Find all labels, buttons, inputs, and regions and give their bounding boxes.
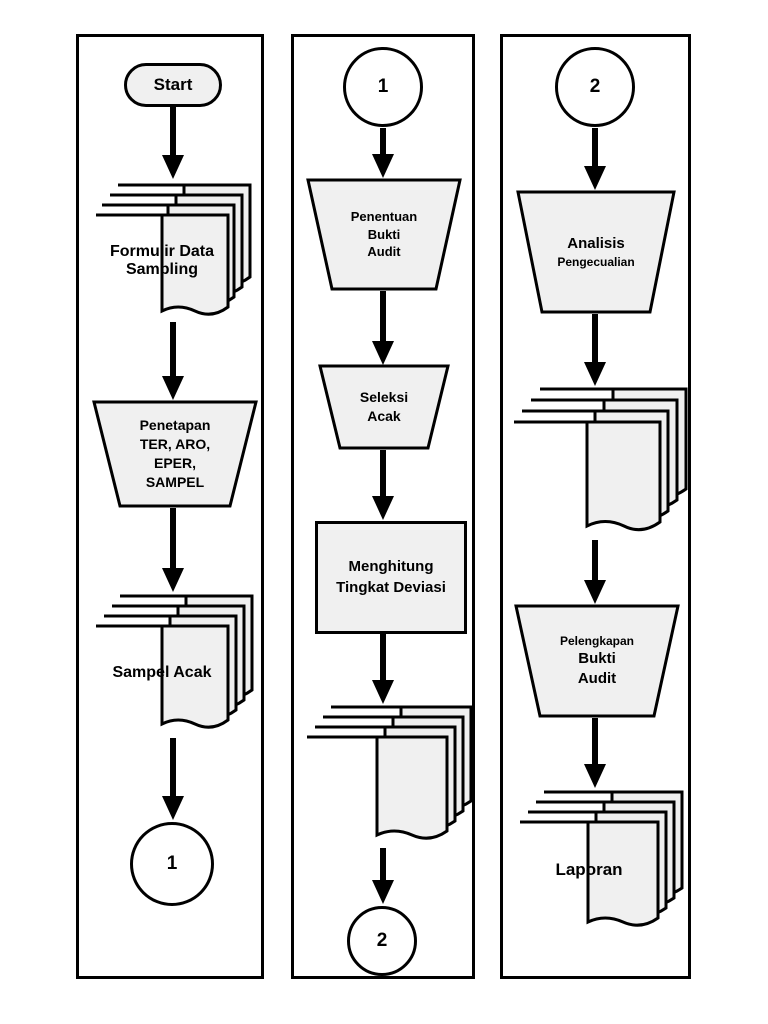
node-connector-out-1[interactable]: 1	[130, 822, 214, 906]
node-connector-out-2[interactable]: 2	[347, 906, 417, 976]
node-connector-out-2-label: 2	[376, 930, 388, 952]
node-menghitung-label: Menghitung Tingkat Deviasi	[336, 558, 446, 596]
node-pelengkapan-text: Pelengkapan Bukti Audit	[514, 604, 680, 718]
arrow-analisis-to-dokumen	[584, 314, 606, 386]
node-penentuan-label: Penentuan Bukti Audit	[350, 209, 418, 260]
node-seleksi-label: Seleksi Acak	[359, 389, 409, 424]
node-start-label: Start	[153, 74, 193, 94]
arrow-menghitung-to-dokumen	[372, 634, 394, 704]
node-connector-in-1-label: 1	[377, 76, 389, 98]
arrow-sampel-to-connector	[162, 738, 184, 820]
arrow-dokumen-to-pelengkapan	[584, 540, 606, 604]
node-start[interactable]: Start	[124, 63, 222, 107]
node-menghitung-tingkat-deviasi[interactable]: Menghitung Tingkat Deviasi	[315, 521, 467, 634]
arrow-start-to-formulir	[162, 107, 184, 179]
node-laporan[interactable]: Laporan	[518, 788, 688, 936]
node-analisis-pengecualian[interactable]	[516, 190, 676, 314]
node-sampel-acak[interactable]: Sampel Acak	[94, 592, 258, 736]
node-penetapan[interactable]	[92, 400, 258, 508]
node-connector-in-2-label: 2	[589, 76, 601, 98]
arrow-pelengkapan-to-laporan	[584, 718, 606, 788]
arrow-penetapan-to-sampel	[162, 508, 184, 592]
arrow-connector1-to-penentuan	[372, 128, 394, 178]
node-seleksi-text: Seleksi Acak	[318, 364, 450, 450]
node-dokumen-analisis[interactable]	[512, 385, 692, 540]
node-pelengkapan-label-main: Bukti Audit	[577, 649, 617, 688]
node-analisis-label-sub: Pengecualian	[557, 255, 635, 270]
node-connector-in-1[interactable]: 1	[343, 47, 423, 127]
node-penentuan-bukti-audit[interactable]	[306, 178, 462, 291]
arrow-penentuan-to-seleksi	[372, 291, 394, 365]
node-penentuan-text: Penentuan Bukti Audit	[306, 178, 462, 291]
arrow-dokumen-to-connector2	[372, 848, 394, 904]
node-analisis-text: Analisis Pengecualian	[516, 190, 676, 314]
node-seleksi-acak[interactable]	[318, 364, 450, 450]
arrow-connector2-to-analisis	[584, 128, 606, 190]
node-pelengkapan-bukti-audit[interactable]	[514, 604, 680, 718]
node-connector-in-2[interactable]: 2	[555, 47, 635, 127]
arrow-seleksi-to-menghitung	[372, 450, 394, 520]
arrow-formulir-to-penetapan	[162, 322, 184, 400]
node-penetapan-text: Penetapan TER, ARO, EPER, SAMPEL	[92, 400, 258, 508]
node-dokumen-deviasi[interactable]	[305, 703, 477, 848]
node-formulir-data-sampling[interactable]: Formulir Data Sampling	[94, 181, 254, 319]
node-analisis-label-main: Analisis	[567, 234, 625, 252]
node-pelengkapan-label-sub: Pelengkapan	[559, 633, 635, 648]
node-penetapan-label: Penetapan TER, ARO, EPER, SAMPEL	[139, 417, 211, 490]
node-connector-out-1-label: 1	[166, 853, 178, 875]
